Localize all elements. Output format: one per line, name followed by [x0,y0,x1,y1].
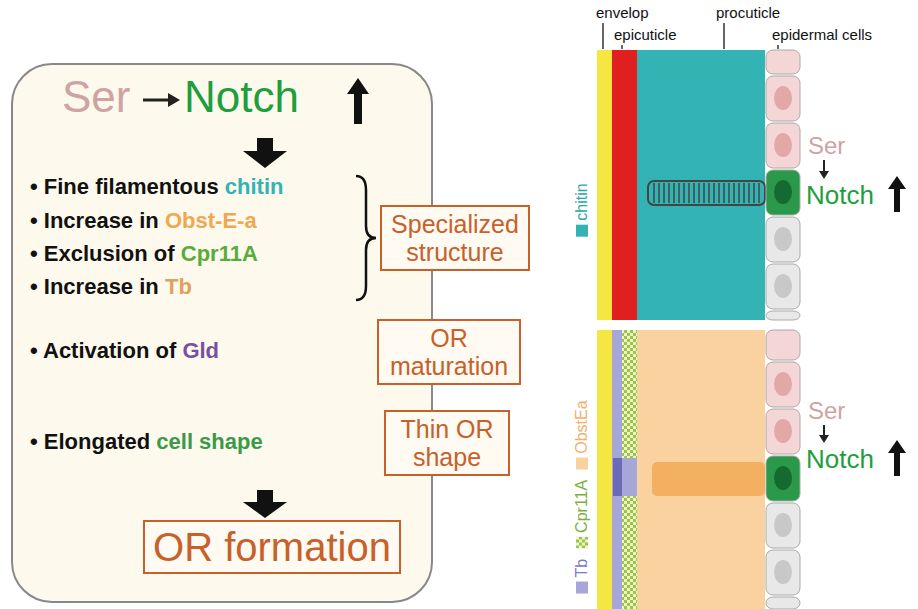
bullet-text: Cpr11A [181,242,258,266]
bullet-text: • Activation of [30,339,176,363]
arrow-head [168,93,180,107]
legend-swatch [576,225,588,237]
layer-name: procuticle [716,5,780,22]
arrow-head [819,171,829,179]
layer-name: epicuticle [614,27,677,44]
bullet-text: cell shape [156,430,262,454]
panel [12,64,432,602]
up-arrow [888,176,906,212]
layer-name: envelop [596,5,649,22]
legend-text: ObstEa [573,400,591,453]
signal-name: Ser [808,398,845,424]
down-arrow [243,490,287,518]
signal-arrow [823,160,825,172]
legend-item: chitin [573,183,591,236]
cuticle-chitin [597,50,765,320]
legend: chitin [573,173,591,236]
brace [356,176,376,300]
process-box: Specialized structure [380,205,530,271]
legend-text: Tb [573,559,591,578]
bullet-text: • Increase in [30,209,159,233]
signal-name: Notch [806,181,874,210]
box-text: OR maturation [387,324,511,380]
tick [777,45,779,49]
process-box: OR formation [143,520,401,575]
bullet-text: • Exclusion of [30,242,175,266]
legend-item: ObstEa [573,400,591,469]
box-text: Thin OR shape [394,415,500,471]
epidermal-cells [766,50,800,320]
signal-arrow [823,425,825,436]
process-box: Thin OR shape [384,410,510,476]
legend-swatch [576,458,588,470]
signal-name: Ser [62,73,130,121]
tick [621,45,623,49]
up-arrow [888,440,906,476]
legend-item: Tb [573,559,591,594]
epidermal-cells [766,330,800,609]
bullet-text: • Increase in [30,275,159,299]
bullet-text: • Fine filamentous [30,175,219,199]
legend-text: Cpr11A [573,480,591,533]
box-text: Specialized structure [390,210,520,266]
tick [602,23,604,49]
box-text: OR formation [153,525,391,570]
legend: Tb Cpr11A ObstEa [573,390,591,593]
process-box: OR maturation [377,319,521,385]
legend-swatch [576,582,588,594]
bullet-text: • Elongated [30,430,150,454]
signal-name: Notch [184,73,299,121]
signal-name: Ser [808,133,845,159]
cuticle-proteins [597,330,765,609]
bullet-text: Obst-E-a [165,209,257,233]
down-arrow [243,138,287,168]
signal-name: Notch [806,445,874,474]
signal-arrow [143,99,170,102]
legend-item: Cpr11A [573,480,591,549]
legend-swatch [576,537,588,549]
bullet-text: chitin [225,175,284,199]
legend-text: chitin [573,183,591,220]
layer-name: epidermal cells [772,27,872,44]
arrow-head [819,435,829,443]
tick [723,23,725,49]
bullet-text: Gld [182,339,219,363]
bullet-text: Tb [165,275,192,299]
up-arrow [347,78,369,124]
